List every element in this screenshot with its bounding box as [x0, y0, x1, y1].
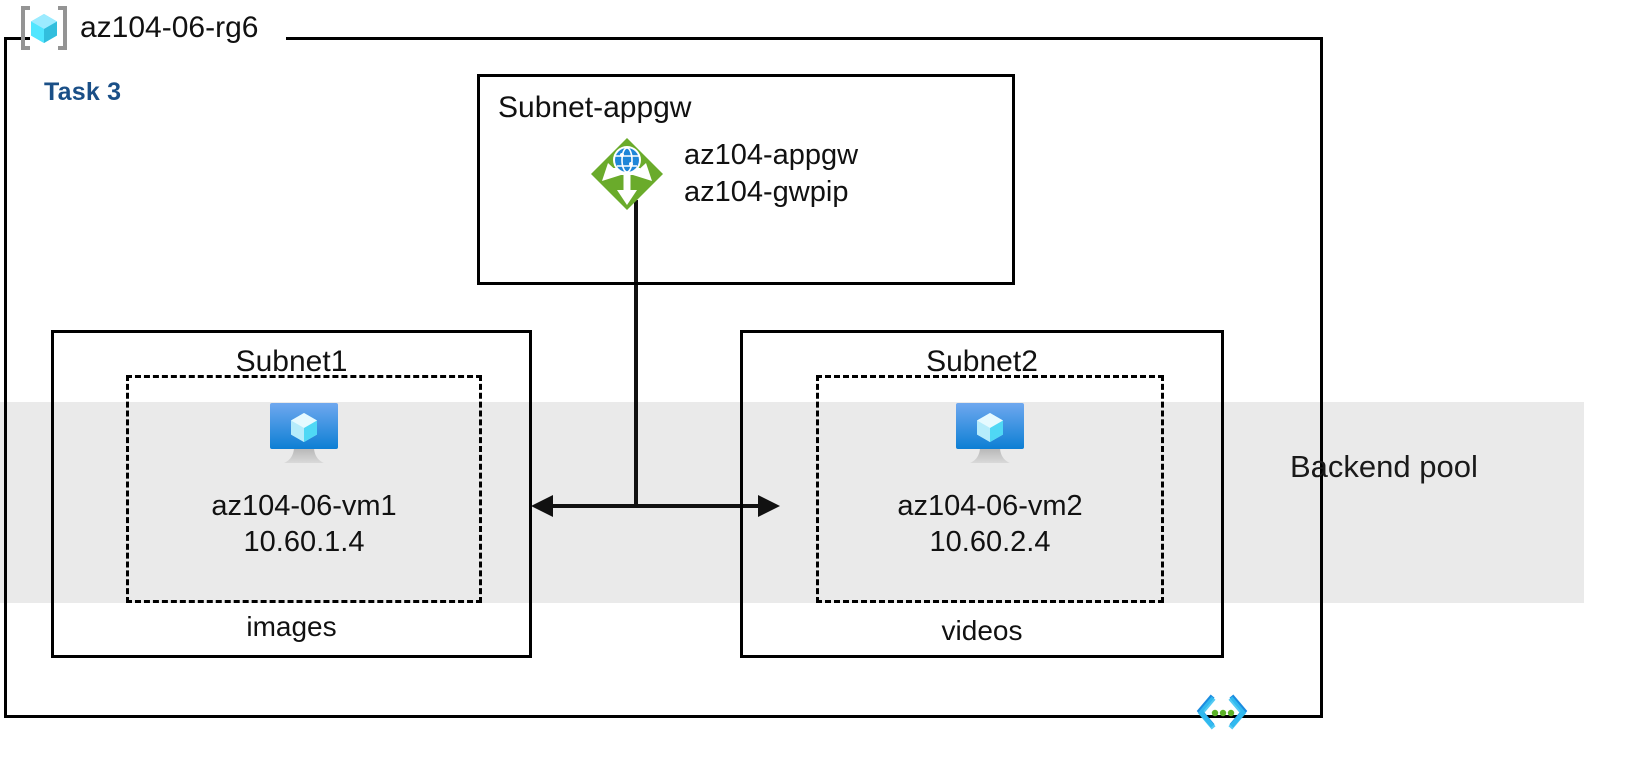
subnet2-vm-ip: 10.60.2.4	[929, 526, 1051, 558]
virtual-machine-icon	[266, 400, 342, 468]
subnet1-subnet2-horizontal-line	[552, 504, 760, 508]
appgw-public-ip-name: az104-gwpip	[684, 176, 849, 208]
subnet1-vm-ip: 10.60.1.4	[243, 526, 365, 558]
subnet-appgw-title: Subnet-appgw	[498, 91, 692, 124]
backend-pool-label: Backend pool	[1290, 449, 1478, 484]
arrow-head-left-icon	[531, 495, 553, 517]
subnet-appgw-box: Subnet-appgw	[477, 74, 1015, 285]
application-gateway-icon	[588, 135, 666, 213]
subnet1-title: Subnet1	[235, 345, 348, 378]
appgw-resource-name: az104-appgw	[684, 139, 859, 171]
application-gateway-node: az104-appgw az104-gwpip	[588, 135, 858, 213]
subnet1-storage-label: images	[246, 611, 337, 642]
arrow-head-right-icon	[758, 495, 780, 517]
appgw-to-vms-vertical-line	[634, 200, 638, 506]
subnet1-vm-node: az104-06-vm1 10.60.1.4	[129, 400, 479, 560]
resource-group-header: az104-06-rg6	[18, 4, 258, 52]
application-gateway-labels: az104-appgw az104-gwpip	[684, 137, 858, 211]
resource-group-name: az104-06-rg6	[80, 11, 259, 44]
resource-group-cube-icon	[18, 5, 70, 51]
resource-group-border-right-stub	[286, 37, 1323, 40]
subnet2-box: Subnet2	[740, 330, 1224, 658]
task-label: Task 3	[44, 78, 122, 106]
subnet2-vm-node: az104-06-vm2 10.60.2.4	[819, 400, 1161, 560]
subnet2-nic-boundary: az104-06-vm2 10.60.2.4	[816, 375, 1164, 603]
resource-group-container	[4, 37, 1323, 718]
subnet2-storage-label: videos	[941, 615, 1023, 646]
subnet1-box: Subnet1	[51, 330, 532, 658]
subnet2-title: Subnet2	[926, 345, 1038, 378]
virtual-machine-icon	[952, 400, 1028, 468]
subnet2-vm-name: az104-06-vm2	[897, 490, 1083, 522]
subnet1-nic-boundary: az104-06-vm1 10.60.1.4	[126, 375, 482, 603]
resource-group-border-left-stub	[4, 37, 30, 40]
code-brackets-icon	[1196, 692, 1248, 730]
subnet1-vm-name: az104-06-vm1	[211, 490, 397, 522]
